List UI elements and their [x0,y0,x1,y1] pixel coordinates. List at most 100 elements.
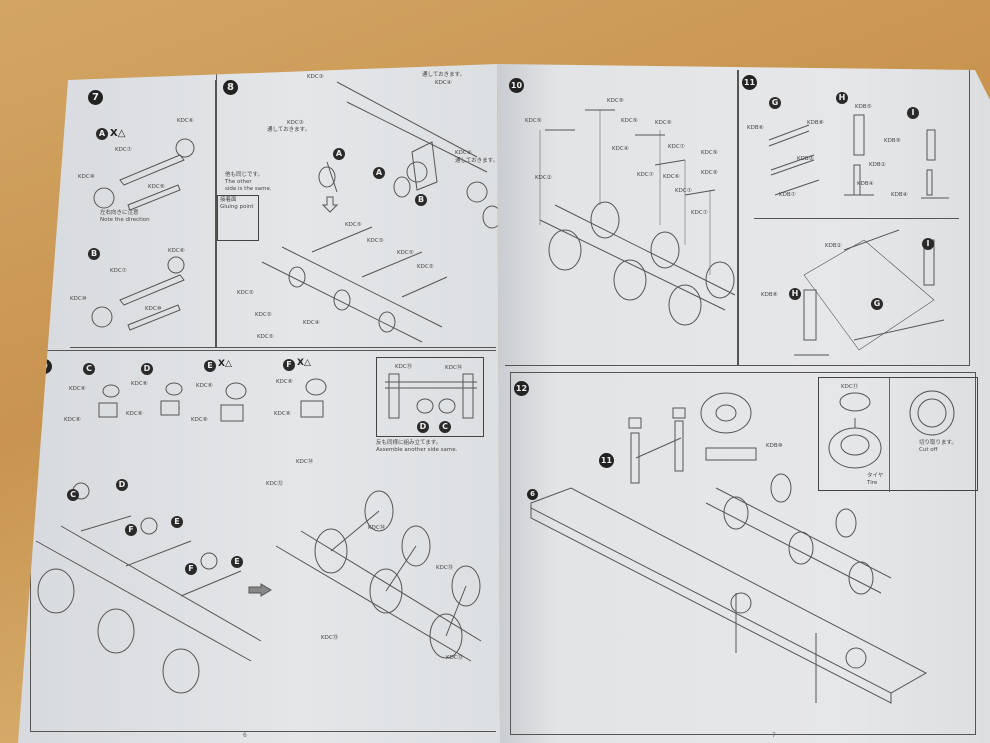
part-label: KDB⑨ [884,138,901,144]
part-label: KDC⑧ [69,386,86,392]
axle-drawing [93,138,195,211]
note-en: Gluing point [220,204,254,210]
part-label: KDB② [825,243,842,249]
through-note: 通しておきます。 [422,72,466,78]
part-label: KDC④ [455,150,472,156]
part-label: KDC⑬ [395,364,413,370]
note-en: Note the direction [100,217,150,223]
step-number: 12 [514,381,529,396]
part-label: KDC⑨ [607,98,624,104]
part-label: KDC⑭ [368,525,386,531]
part-label: KDC⑥ [663,174,680,180]
tire-assembly-drawing [828,392,882,469]
assembly-inset: KDC⑬ KDC⑭ D C [376,357,484,437]
part-label: KDB④ [891,192,908,198]
part-label: KDC⑬ [446,655,464,661]
part-label: KDC⑩ [78,174,95,180]
step-number: 10 [509,78,524,93]
sub-e-marker: E [231,556,243,568]
note-jp: 他も同じです。 [225,172,263,178]
sub-f-marker: F [283,359,295,371]
part-label: KDC⑨ [621,118,638,124]
note-jp: 左右向きに注意 [100,210,139,216]
x-mark: X△ [110,128,126,139]
through-note: 通しておきます。 [455,158,499,164]
part-label: KDC⑨ [655,120,672,126]
sub-f-marker: F [185,563,197,575]
part-label: KDC⑦ [668,144,685,150]
note-en: side is the same. [225,186,272,192]
part-label: KDC④ [435,80,452,86]
part-label: KDC④ [303,320,320,326]
jack-stand-drawing [628,407,686,484]
axle-drawing [91,256,185,331]
part-label: KDC⑨ [525,118,542,124]
cut-off-wheel-drawing [909,390,955,436]
part-label: KDC⑥ [168,248,185,254]
part-label: KDC⑤ [367,238,384,244]
chassis-drawing [530,487,928,704]
gear-drawings [98,378,327,422]
note-en: Assemble another side same. [376,447,458,453]
divider [754,218,959,219]
part-label: KDC⑤ [237,290,254,296]
x-mark: X△ [297,358,311,368]
part-label: KDC④ [612,146,629,152]
part-label: KDC⑨ [701,170,718,176]
sub-g-marker: G [769,97,781,109]
page-number: 7 [772,732,776,739]
part-label: KDC⑧ [196,383,213,389]
inset-drawing [385,373,477,419]
part-label: KDC⑬ [436,565,454,571]
sub-e-marker: E [204,360,216,372]
part-label: KDB⑤ [855,104,872,110]
step-9-panel: 9 C D E X△ F X△ KDC⑧ KDC⑧ KDC⑧ KDC⑧ KDC⑧… [30,350,496,732]
part-label: KDC⑤ [397,250,414,256]
part-label: KDC⑧ [131,381,148,387]
part-label: KDB⑦ [779,192,796,198]
step-6-reference: 6 [527,489,538,500]
sub-c-marker: C [83,363,95,375]
note-en: Tire [867,480,878,486]
part-label: KDB① [869,162,886,168]
part-label: KDC⑪ [841,384,859,390]
sub-d-marker: D [141,363,153,375]
part-label: KDB③ [797,156,814,162]
note-en: The other [225,179,252,185]
part-label: KDC⑦ [675,188,692,194]
sub-d-marker: D [116,479,128,491]
part-label: KDC⑧ [276,379,293,385]
gluing-point-inset: 接着面 Gluing point [217,195,259,241]
step-11-panel: 11 G H I KDB⑥ KDB③ KDB⑦ KDB⑧ KDB⑤ KDB④ K… [738,70,970,366]
step-number: 9 [37,359,52,374]
sub-g-marker: G [871,298,883,310]
part-label: KDC⑭ [445,365,463,371]
down-arrow [321,196,339,213]
step-number: 11 [742,75,757,90]
step-number: 7 [88,90,103,105]
sub-i-marker: I [922,238,934,250]
step-number: 8 [223,80,238,95]
step-10-panel: 10 KDC⑨ KDC⑨ KDC⑨ KDC⑨ KDC④ KDC⑨ KDC⑦ KD… [505,70,738,366]
part-label: KDC⑩ [70,296,87,302]
sub-a-marker: A [373,167,385,179]
sub-b-marker: B [415,194,427,206]
bogie-drawing [705,473,892,595]
part-label: KDC⑤ [417,264,434,270]
sub-c-marker: C [439,421,451,433]
note-jp: 反も同様に組み立てます。 [376,440,442,446]
sub-i-marker: I [907,107,919,119]
sub-d-marker: D [417,421,429,433]
x-mark: X△ [218,359,232,369]
part-label: KDB⑧ [761,292,778,298]
inset-divider [889,378,890,492]
spare-tire-drawing [700,392,757,461]
note-en: Cut off [919,447,938,453]
part-label: KDC② [535,175,552,181]
